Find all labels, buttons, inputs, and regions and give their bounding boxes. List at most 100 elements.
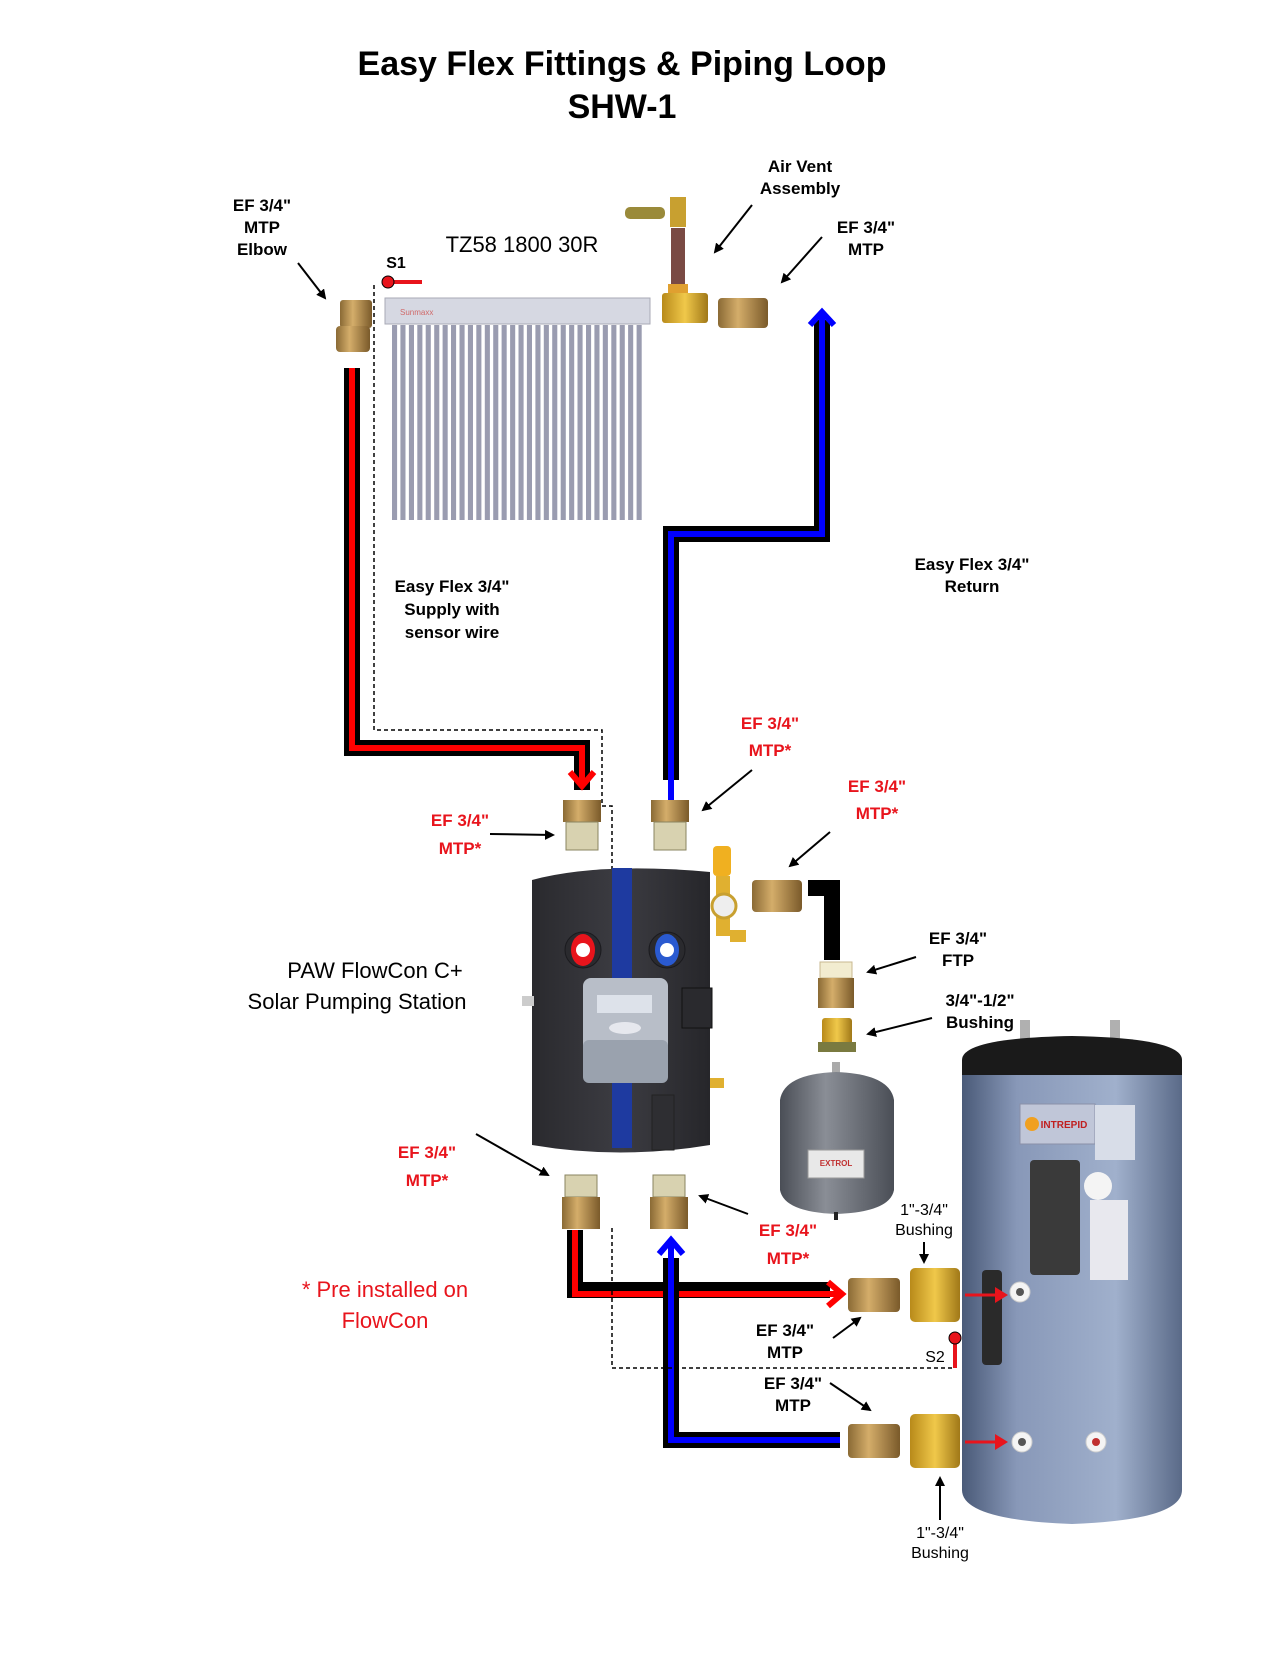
- tank-return-pipe: [656, 1235, 840, 1448]
- expansion-ftp-fitting: [818, 961, 854, 1008]
- station-top-right-label-1: EF 3/4": [741, 714, 799, 733]
- footnote-line2: FlowCon: [342, 1308, 429, 1333]
- collector-tube: [459, 325, 465, 520]
- tank-upper-mtp-label-2: MTP: [767, 1343, 803, 1362]
- tank-lower-mtp-label-1: EF 3/4": [764, 1374, 822, 1393]
- collector-tube: [451, 325, 457, 520]
- elbow-fitting: [336, 300, 372, 352]
- tank-lower-mtp-fitting: [848, 1424, 900, 1458]
- expansion-bushing-arrow: [866, 1017, 933, 1037]
- collector-tubes: [392, 325, 642, 520]
- station-fitting-side: [752, 880, 802, 912]
- storage-tank: INTREPID: [962, 1020, 1182, 1524]
- collector-tube: [560, 325, 566, 520]
- tank-lower-bushing-label-2: Bushing: [911, 1545, 969, 1562]
- collector-tube: [569, 325, 575, 520]
- air-vent-assembly: [625, 197, 708, 323]
- collector-label: TZ58 1800 30R: [446, 232, 599, 257]
- expansion-ftp-label-2: FTP: [942, 951, 974, 970]
- collector-tube: [476, 325, 482, 520]
- station-bottom-left-arrow: [475, 1133, 550, 1176]
- collector-tube: [510, 325, 516, 520]
- footnote-line1: * Pre installed on: [302, 1277, 468, 1302]
- svg-text:Sunmaxx: Sunmaxx: [400, 308, 433, 317]
- sensor-s2: S2: [925, 1331, 962, 1368]
- collector-tube: [501, 325, 507, 520]
- tank-supply-pipe: [567, 1230, 847, 1309]
- collector-tube: [484, 325, 490, 520]
- tank-lower-mtp-arrow: [829, 1382, 872, 1412]
- tank-upper-mtp-fitting: [848, 1278, 900, 1312]
- collector-tube: [619, 325, 625, 520]
- air-vent-arrow: [713, 204, 753, 254]
- station-fitting-bottom-left: [562, 1174, 600, 1229]
- supply-label-1: Easy Flex 3/4": [395, 577, 510, 596]
- supply-label-2: Supply with: [404, 600, 499, 619]
- station-side-label-2: MTP*: [856, 804, 899, 823]
- tank-lower-mtp-label-2: MTP: [775, 1396, 811, 1415]
- expansion-bushing: [818, 1018, 856, 1052]
- expansion-bushing-label-1: 3/4"-1/2": [945, 991, 1014, 1010]
- expansion-bushing-label-2: Bushing: [946, 1013, 1014, 1032]
- collector-tube: [535, 325, 541, 520]
- return-label-2: Return: [945, 577, 1000, 596]
- expansion-tank: EXTROL: [780, 1062, 894, 1220]
- collector-tube: [543, 325, 549, 520]
- pump-station-label-2: Solar Pumping Station: [248, 989, 467, 1014]
- collector-tube: [417, 325, 423, 520]
- station-side-label-1: EF 3/4": [848, 777, 906, 796]
- collector-tube: [400, 325, 406, 520]
- return-pipe: [663, 307, 837, 800]
- expansion-ftp-label-1: EF 3/4": [929, 929, 987, 948]
- sensor-s2-label: S2: [925, 1349, 945, 1366]
- return-label-1: Easy Flex 3/4": [915, 555, 1030, 574]
- station-bottom-right-label-1: EF 3/4": [759, 1221, 817, 1240]
- collector-tube: [518, 325, 524, 520]
- collector-tube: [425, 325, 431, 520]
- title-line1: Easy Flex Fittings & Piping Loop: [358, 45, 887, 83]
- collector-mtp-label-2: MTP: [848, 240, 884, 259]
- collector-tube: [434, 325, 440, 520]
- station-bottom-left-label-1: EF 3/4": [398, 1143, 456, 1162]
- station-bottom-right-arrow: [698, 1194, 749, 1215]
- station-top-right-arrow: [701, 769, 753, 812]
- station-top-left-label-2: MTP*: [439, 839, 482, 858]
- air-vent-label-2: Assembly: [760, 179, 841, 198]
- collector-tube: [467, 325, 473, 520]
- station-top-left-label-1: EF 3/4": [431, 811, 489, 830]
- collector-tube: [611, 325, 617, 520]
- supply-pipe: [344, 368, 597, 791]
- tank-upper-mtp-label-1: EF 3/4": [756, 1321, 814, 1340]
- station-top-right-label-2: MTP*: [749, 741, 792, 760]
- collector-tube: [628, 325, 634, 520]
- station-top-left-arrow: [489, 829, 555, 840]
- collector-mtp-label-1: EF 3/4": [837, 218, 895, 237]
- sensor-s1: S1: [381, 255, 422, 289]
- collector-tube: [442, 325, 448, 520]
- air-vent-label-1: Air Vent: [768, 157, 833, 176]
- tank-lower-bushing: [910, 1414, 960, 1468]
- collector-tube: [594, 325, 600, 520]
- station-fitting-bottom-right: [650, 1174, 688, 1229]
- collector-tube: [586, 325, 592, 520]
- tank-upper-bushing-label-1: 1"-3/4": [900, 1202, 948, 1219]
- station-side-arrow: [788, 831, 831, 868]
- safety-valve-group: [710, 846, 746, 942]
- collector-mtp-arrow: [780, 236, 823, 284]
- elbow-arrow: [297, 262, 327, 300]
- expansion-line: [808, 880, 840, 960]
- sensor-wire-s2: [611, 1228, 955, 1369]
- expansion-ftp-arrow: [866, 956, 917, 975]
- tank-upper-mtp-arrow: [832, 1316, 862, 1339]
- svg-text:INTREPID: INTREPID: [1041, 1120, 1088, 1131]
- collector-mtp-fitting: [718, 298, 768, 328]
- tank-upper-bushing-label-2: Bushing: [895, 1222, 953, 1239]
- station-bottom-right-label-2: MTP*: [767, 1249, 810, 1268]
- collector-tube: [577, 325, 583, 520]
- pump-station: [522, 868, 724, 1153]
- collector-tube: [392, 325, 398, 520]
- elbow-label-3: Elbow: [237, 240, 288, 259]
- title-line2: SHW-1: [568, 88, 677, 126]
- collector-tube: [552, 325, 558, 520]
